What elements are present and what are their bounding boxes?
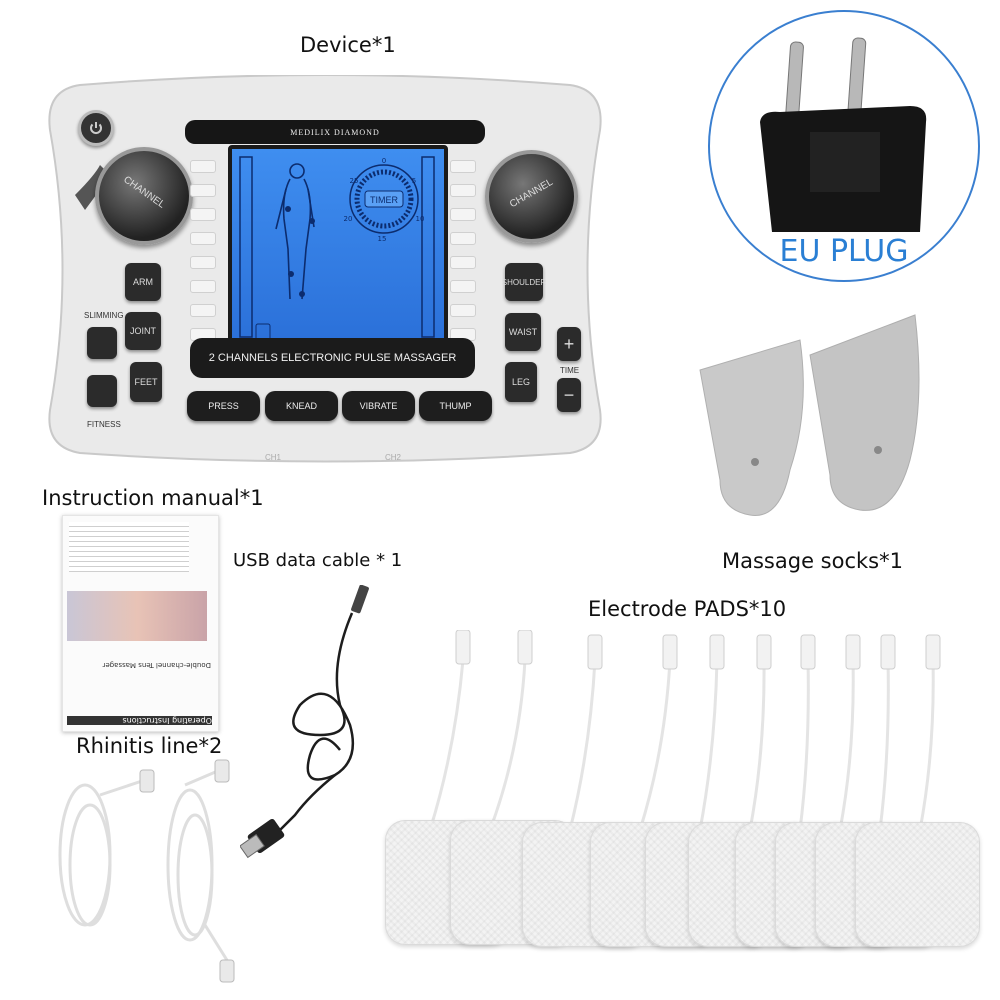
electrode-pad [855, 822, 980, 947]
massage-socks-image [699, 314, 920, 516]
slimming-label: SLIMMING [84, 311, 124, 320]
vibrate-button[interactable]: VIBRATE [342, 391, 415, 421]
leg-button[interactable]: LEG [505, 362, 537, 402]
feet-button[interactable]: FEET [130, 362, 162, 402]
left-dial-label: CHANNEL [121, 174, 167, 211]
timer-tick-25: 25 [350, 177, 359, 185]
power-icon[interactable] [78, 110, 114, 146]
fitness-button[interactable] [87, 375, 117, 407]
tens-device: CHANNEL CHANNEL MEDILIX DIAMOND TIMER 0 … [40, 75, 610, 465]
manual-cover-photo [67, 591, 207, 641]
timer-tick-5: 5 [412, 177, 416, 185]
timer-tick-20: 20 [344, 215, 353, 223]
left-slot-column [190, 160, 216, 352]
press-button[interactable]: PRESS [187, 391, 260, 421]
rhinitis-line-caption: Rhinitis line*2 [76, 734, 223, 758]
fitness-label: FITNESS [87, 420, 121, 429]
ch1-label: CH1 [265, 453, 282, 462]
lcd-graphic: TIMER 0 5 10 15 20 25 [239, 156, 435, 341]
timer-tick-0: 0 [382, 157, 386, 165]
joint-button[interactable]: JOINT [125, 312, 161, 350]
shoulder-button[interactable]: SHOULDER [502, 263, 546, 301]
manual-cover-title: Double-channel Tens Massager [102, 661, 212, 669]
time-plus-button[interactable]: + [557, 327, 581, 361]
instruction-manual: Double-channel Tens Massager Operating I… [62, 515, 219, 732]
electrode-leads [428, 630, 941, 831]
electrode-pads-caption: Electrode PADS*10 [588, 597, 787, 621]
device-caption: Device*1 [300, 33, 396, 57]
right-channel-dial[interactable]: CHANNEL [485, 150, 578, 243]
body-figure-icon [275, 163, 315, 300]
ch2-label: CH2 [385, 453, 402, 462]
timer-tick-15: 15 [378, 235, 387, 243]
knead-button[interactable]: KNEAD [265, 391, 338, 421]
timer-label: TIMER [370, 195, 398, 205]
lcd-screen: TIMER 0 5 10 15 20 25 [228, 145, 448, 353]
brand-label: MEDILIX DIAMOND [185, 120, 485, 144]
slimming-button[interactable] [87, 327, 117, 359]
arm-button[interactable]: ARM [125, 263, 161, 301]
usb-cable-caption: USB data cable * 1 [233, 550, 403, 571]
right-dial-label: CHANNEL [508, 176, 555, 211]
time-label: TIME [560, 366, 580, 375]
manual-cover-subtitle: Operating Instructions [67, 716, 212, 725]
electrode-pads-group [380, 630, 980, 990]
rhinitis-lines-image [58, 759, 235, 983]
usb-cable-image [240, 585, 369, 859]
manual-text-lines [69, 522, 189, 572]
lcd-band-label: 2 CHANNELS ELECTRONIC PULSE MASSAGER [190, 338, 475, 378]
waist-button[interactable]: WAIST [505, 313, 541, 351]
eu-plug-label: EU PLUG [779, 234, 909, 269]
left-channel-dial[interactable]: CHANNEL [95, 147, 193, 245]
right-slot-column [450, 160, 476, 352]
eu-plug-frame: EU PLUG [708, 10, 980, 282]
time-minus-button[interactable]: − [557, 378, 581, 412]
timer-tick-10: 10 [416, 215, 425, 223]
thump-button[interactable]: THUMP [419, 391, 492, 421]
instruction-manual-caption: Instruction manual*1 [42, 486, 264, 510]
eu-plug-image [760, 37, 927, 232]
massage-socks-caption: Massage socks*1 [722, 549, 903, 573]
